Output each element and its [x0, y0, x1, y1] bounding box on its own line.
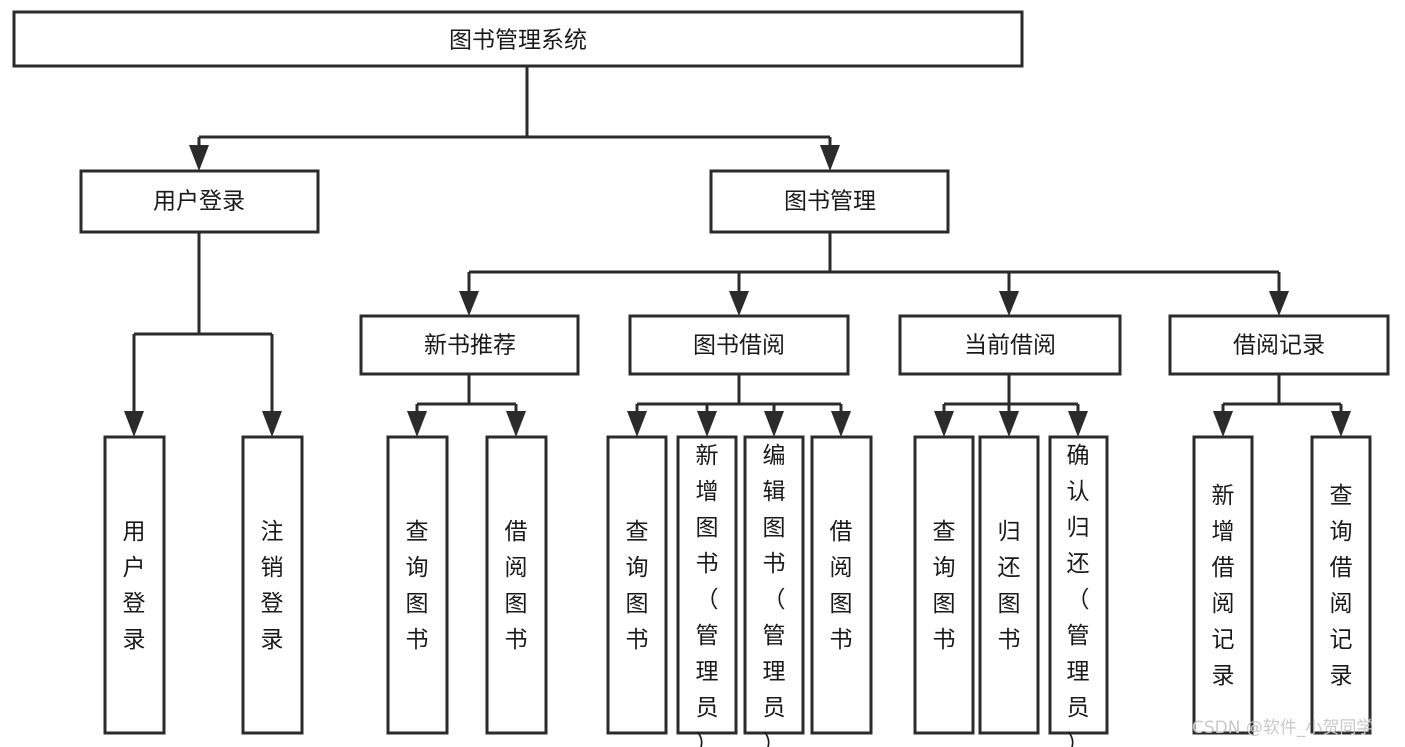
node-leaf-query-book-borrow-label: 查询图书: [626, 519, 649, 653]
arrow-head-current-borrow: [999, 291, 1019, 316]
arrow-head-leaf-query-book-rec: [407, 411, 427, 437]
node-leaf-confirm-return-label: 确认归还（管理员）: [1067, 443, 1090, 747]
node-leaf-borrow-book-label: 借阅图书: [830, 519, 853, 653]
node-root-label: 图书管理系统: [449, 28, 587, 54]
arrow-head-leaf-user-login: [124, 411, 144, 437]
arrow-head-leaf-borrow-book-rec: [506, 411, 526, 437]
node-new-book-recommend-box[interactable]: [359, 314, 580, 376]
node-leaf-confirm-return[interactable]: 确认归还（管理员）: [1048, 435, 1109, 747]
node-book-borrow-label: 图书借阅: [693, 333, 785, 359]
node-leaf-query-record-box[interactable]: [1310, 435, 1372, 735]
node-leaf-query-book-rec[interactable]: 查询图书: [386, 435, 449, 735]
node-leaf-borrow-book-rec-box[interactable]: [485, 435, 548, 735]
arrow-head-leaf-query-book-current: [934, 411, 954, 437]
connector-bookborrow-leaves: [635, 374, 843, 418]
node-book-management-label: 图书管理: [784, 189, 876, 215]
node-root-box[interactable]: [12, 10, 1024, 68]
node-leaf-query-book-borrow[interactable]: 查询图书: [606, 435, 668, 735]
node-leaf-user-login-box[interactable]: [103, 435, 166, 735]
node-leaf-return-book-label: 归还图书: [998, 519, 1021, 653]
node-user-login[interactable]: 用户登录: [79, 169, 320, 234]
node-book-borrow-box[interactable]: [628, 314, 850, 376]
node-new-book-recommend-label: 新书推荐: [424, 333, 516, 359]
connector-bookmgmt-trunk: [467, 232, 1281, 298]
node-leaf-edit-book[interactable]: 编辑图书（管理员）: [743, 435, 805, 747]
connector-layer: [124, 66, 1351, 437]
connector-userlogin-leaves: [132, 232, 274, 418]
node-book-management-box[interactable]: [709, 169, 950, 234]
node-leaf-borrow-book-rec-label: 借阅图书: [505, 519, 528, 653]
arrow-head-book-borrow: [729, 291, 749, 316]
node-leaf-query-record[interactable]: 查询借阅记录: [1310, 435, 1372, 735]
node-current-borrow-label: 当前借阅: [964, 333, 1056, 359]
node-root[interactable]: 图书管理系统: [12, 10, 1024, 68]
arrow-head-leaf-add-book: [697, 411, 717, 437]
node-leaf-add-book[interactable]: 新增图书（管理员）: [676, 435, 738, 747]
arrow-head-user-login: [189, 145, 209, 171]
node-leaf-query-book-current-box[interactable]: [913, 435, 975, 735]
arrow-head-leaf-query-book-borrow: [627, 411, 647, 437]
arrow-head-leaf-return-book: [999, 411, 1019, 437]
node-leaf-return-book-box[interactable]: [978, 435, 1040, 735]
connector-newbook-leaves: [415, 374, 518, 418]
node-book-management[interactable]: 图书管理: [709, 169, 950, 234]
node-borrow-record-box[interactable]: [1168, 314, 1390, 376]
csdn-watermark: CSDN @软件_小贺同学: [1192, 718, 1373, 738]
node-leaf-add-book-label: 新增图书（管理员）: [696, 443, 719, 747]
node-leaf-edit-book-box[interactable]: [743, 435, 805, 735]
arrow-head-leaf-add-record: [1213, 411, 1233, 437]
node-leaf-user-login-label: 用户登录: [123, 519, 146, 653]
arrow-head-leaf-query-record: [1331, 411, 1351, 437]
arrow-head-leaf-edit-book: [764, 411, 784, 437]
node-leaf-borrow-book[interactable]: 借阅图书: [810, 435, 873, 735]
node-leaf-query-book-current[interactable]: 查询图书: [913, 435, 975, 735]
node-leaf-edit-book-label: 编辑图书（管理员）: [763, 443, 786, 747]
arrow-head-book-management: [820, 145, 840, 171]
node-leaf-query-book-borrow-box[interactable]: [606, 435, 668, 735]
arrow-head-borrow-record: [1269, 291, 1289, 316]
node-leaf-add-record-box[interactable]: [1192, 435, 1254, 735]
node-borrow-record[interactable]: 借阅记录: [1168, 314, 1390, 376]
arrow-head-new-book-recommend: [459, 291, 479, 316]
node-current-borrow-box[interactable]: [898, 314, 1122, 376]
node-leaf-user-logout[interactable]: 注销登录: [241, 435, 304, 735]
arrow-head-leaf-confirm-return: [1068, 411, 1088, 437]
arrow-head-leaf-borrow-book: [831, 411, 851, 437]
node-current-borrow[interactable]: 当前借阅: [898, 314, 1122, 376]
node-leaf-query-record-label: 查询借阅记录: [1330, 483, 1353, 689]
node-leaf-borrow-book-box[interactable]: [810, 435, 873, 735]
node-leaf-user-login[interactable]: 用户登录: [103, 435, 166, 735]
node-leaf-query-book-rec-label: 查询图书: [406, 519, 429, 653]
leaf-nodes-layer: 用户登录 注销登录 查询图书 借阅图书 查询图书 新增图书（管理员） 编辑图书（…: [103, 435, 1372, 747]
node-user-login-label: 用户登录: [153, 189, 245, 215]
node-new-book-recommend[interactable]: 新书推荐: [359, 314, 580, 376]
node-leaf-query-book-current-label: 查询图书: [933, 519, 956, 653]
node-leaf-add-record[interactable]: 新增借阅记录: [1192, 435, 1254, 735]
node-leaf-query-book-rec-box[interactable]: [386, 435, 449, 735]
arrow-head-leaf-user-logout: [262, 411, 282, 437]
node-user-login-box[interactable]: [79, 169, 320, 234]
connector-borrowrecord-leaves: [1221, 374, 1343, 418]
node-borrow-record-label: 借阅记录: [1233, 333, 1325, 359]
node-leaf-user-logout-box[interactable]: [241, 435, 304, 735]
node-leaf-borrow-book-rec[interactable]: 借阅图书: [485, 435, 548, 735]
node-leaf-add-book-box[interactable]: [676, 435, 738, 735]
node-leaf-return-book[interactable]: 归还图书: [978, 435, 1040, 735]
node-leaf-add-record-label: 新增借阅记录: [1212, 483, 1235, 689]
connector-root-trunk: [197, 66, 832, 152]
node-book-borrow[interactable]: 图书借阅: [628, 314, 850, 376]
node-leaf-user-logout-label: 注销登录: [261, 519, 284, 653]
node-leaf-confirm-return-box[interactable]: [1048, 435, 1109, 735]
